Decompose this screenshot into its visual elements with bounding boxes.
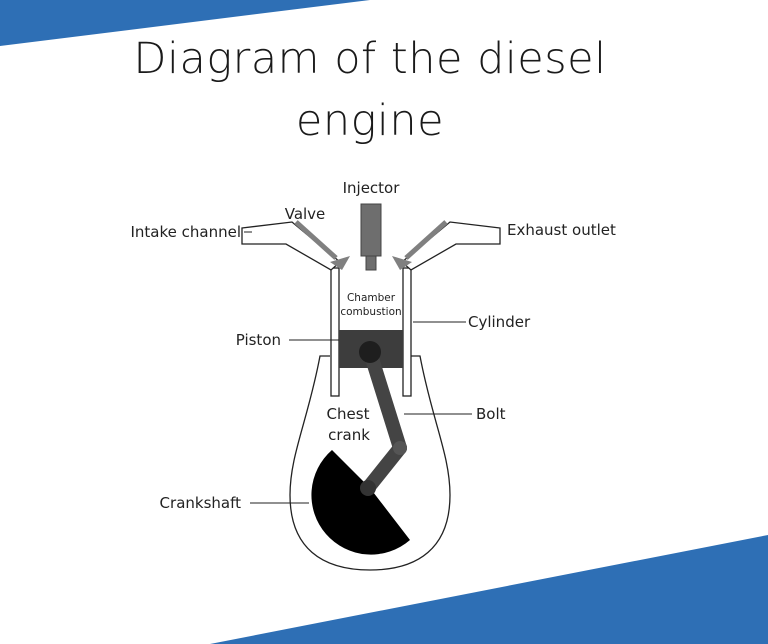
top-left-accent-stripe (0, 0, 370, 46)
piston-label: Piston (236, 331, 281, 349)
chamber-label-line1: Chamber (347, 292, 396, 304)
crank-pin-joint (393, 441, 407, 455)
crank-arm (361, 441, 407, 495)
crankshaft-shape (311, 450, 410, 555)
crankshaft-label: Crankshaft (160, 494, 242, 512)
crankcase-outline (289, 355, 451, 571)
chest-label-line1: Chest (327, 405, 370, 423)
intake-channel-shape (241, 221, 341, 271)
page-title-line1: Diagram of the diesel (133, 34, 607, 84)
bottom-right-accent-stripe (210, 535, 768, 644)
intake-valve-stem (294, 220, 338, 260)
bolt-label: Bolt (476, 405, 506, 423)
connecting-rod (363, 345, 407, 455)
exhaust-valve-head (392, 256, 412, 270)
cylinder-label: Cylinder (468, 313, 531, 331)
exhaust-outlet-label: Exhaust outlet (507, 221, 616, 239)
cylinder-wall-right (402, 267, 412, 397)
chamber-label-line2: combustion (340, 306, 401, 318)
crankshaft-center (360, 480, 376, 496)
piston-pin (359, 341, 381, 363)
exhaust-outlet-shape (401, 221, 501, 271)
injector-label: Injector (343, 179, 401, 197)
chest-label-line2: crank (328, 426, 370, 444)
intake-valve-head (330, 256, 350, 270)
injector-nozzle (365, 255, 377, 271)
page-title-line2: engine (295, 96, 445, 146)
intake-channel-label: Intake channel (130, 223, 241, 241)
valve-label: Valve (285, 205, 326, 223)
cylinder-wall-left (330, 267, 340, 397)
exhaust-valve-stem (404, 220, 448, 260)
injector-body (360, 203, 382, 257)
